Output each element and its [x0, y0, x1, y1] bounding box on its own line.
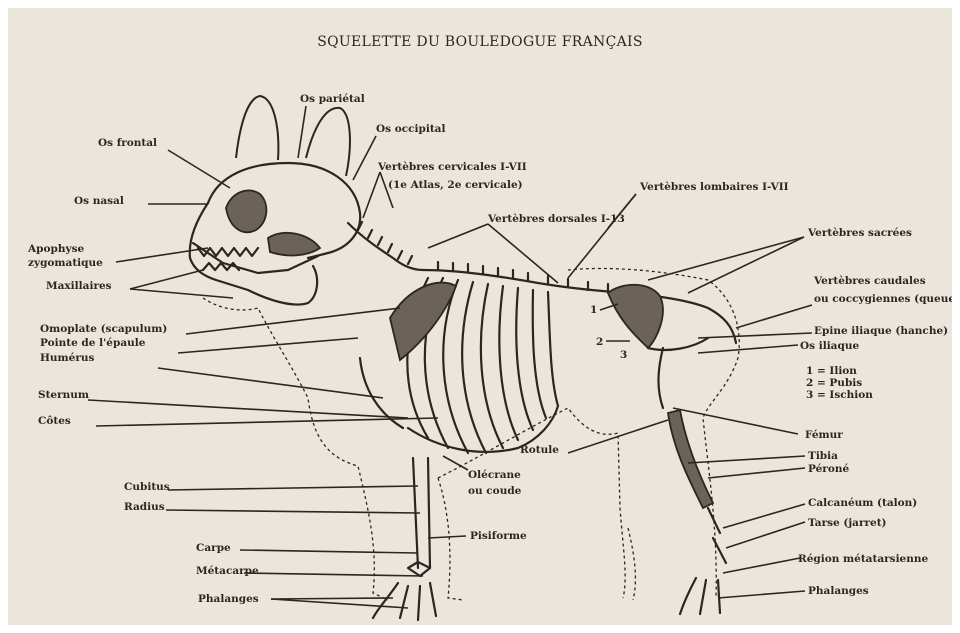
label-humerus: Humérus	[40, 352, 95, 364]
label-vertebres-lombaires: Vertèbres lombaires I-VII	[639, 181, 789, 193]
ischium	[648, 338, 708, 350]
label-apophyse-2: zygomatique	[28, 257, 103, 269]
label-pelvis-2: 2 = Pubis	[806, 377, 862, 389]
label-os-nasal: Os nasal	[74, 195, 124, 207]
label-pointe-epaule: Pointe de l'épaule	[40, 337, 146, 349]
zygomatic-arch	[268, 233, 320, 256]
label-omoplate: Omoplate (scapulum)	[40, 323, 167, 335]
label-pisiforme: Pisiforme	[470, 530, 527, 542]
label-apophyse-1: Apophyse	[27, 243, 84, 255]
diagram-title: SQUELETTE DU BOULEDOGUE FRANÇAIS	[317, 34, 643, 50]
label-calcaneum: Calcanéum (talon)	[808, 497, 917, 509]
carpus-bones	[408, 562, 430, 576]
skull	[190, 96, 360, 305]
orbit	[226, 190, 266, 232]
label-metacarpe: Métacarpe	[196, 565, 259, 577]
label-olecrane-2: ou coude	[468, 485, 522, 497]
label-vertebres-cervicales: Vertèbres cervicales I-VII	[377, 161, 527, 173]
label-vertebres-caudales-2: ou coccygiennes (queue)	[814, 293, 952, 305]
tibia-bone	[668, 410, 713, 508]
label-os-occipital: Os occipital	[376, 123, 445, 135]
label-os-frontal: Os frontal	[98, 137, 157, 149]
pelvis	[608, 285, 663, 348]
label-os-parietal: Os pariétal	[300, 93, 365, 105]
label-vertebres-cervicales-note: (1e Atlas, 2e cervicale)	[388, 179, 523, 191]
label-maxillaires: Maxillaires	[46, 280, 112, 292]
label-phalanges-avant: Phalanges	[198, 593, 259, 605]
label-pelvis-3: 3 = Ischion	[806, 389, 873, 401]
pelvis-number-1: 1	[590, 304, 597, 316]
hind-paw	[680, 578, 720, 614]
pelvis-number-2: 2	[596, 336, 603, 348]
front-paw	[373, 583, 436, 620]
label-phalanges-arriere: Phalanges	[808, 585, 869, 597]
label-olecrane-1: Olécrane	[468, 469, 521, 481]
label-vertebres-caudales-1: Vertèbres caudales	[813, 275, 926, 287]
cervical-spine	[348, 223, 423, 270]
label-os-iliaque: Os iliaque	[800, 340, 859, 352]
femur-bone	[658, 348, 663, 408]
tarsus-bones	[708, 508, 726, 563]
skeleton-plate: SQUELETTE DU BOULEDOGUE FRANÇAIS	[8, 8, 952, 625]
label-femur: Fémur	[805, 429, 843, 441]
labels: Os pariétal Os occipital Os frontal Vert…	[27, 93, 952, 605]
cervical-segments	[358, 222, 412, 264]
label-epine-iliaque: Epine iliaque (hanche)	[814, 325, 948, 337]
pelvis-number-3: 3	[620, 349, 627, 361]
label-pelvis-1: 1 = Ilion	[806, 365, 857, 377]
label-perone: Péroné	[808, 463, 849, 475]
label-vertebres-sacrees: Vertèbres sacrées	[807, 227, 912, 239]
label-radius: Radius	[124, 501, 165, 513]
diagram-sheet: SQUELETTE DU BOULEDOGUE FRANÇAIS	[8, 8, 952, 625]
label-region-metatarsienne: Région métatarsienne	[798, 553, 929, 565]
label-cotes: Côtes	[38, 415, 71, 427]
label-vertebres-dorsales: Vertèbres dorsales I-13	[487, 213, 625, 225]
label-carpe: Carpe	[196, 542, 231, 554]
left-ear	[236, 96, 278, 160]
label-sternum: Sternum	[38, 389, 89, 401]
label-tarse: Tarse (jarret)	[808, 517, 887, 529]
teeth	[198, 248, 258, 270]
label-tibia: Tibia	[808, 450, 838, 462]
label-cubitus: Cubitus	[124, 481, 170, 493]
label-rotule: Rotule	[520, 444, 559, 456]
